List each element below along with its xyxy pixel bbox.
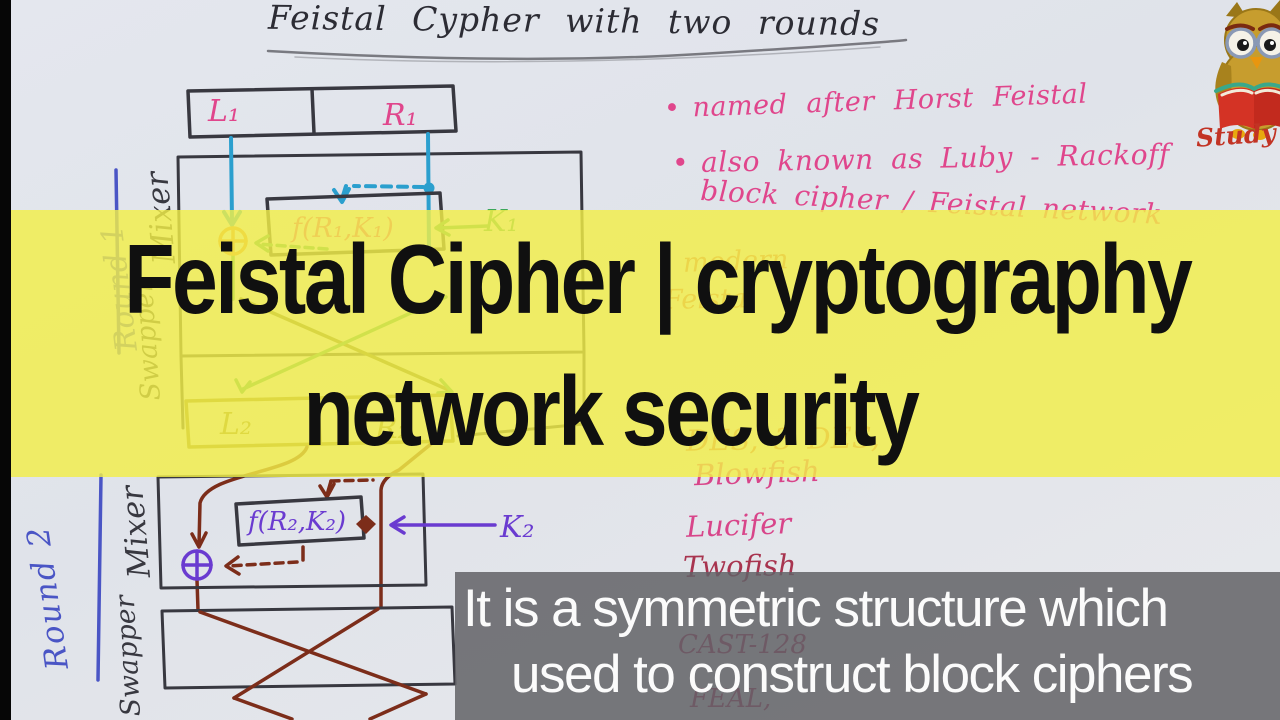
l1-label: L₁ (207, 94, 240, 129)
k2-label: K₂ (499, 510, 534, 545)
owl-book (1214, 82, 1280, 129)
bullet-dot: • (663, 92, 682, 125)
xor2-symbol (181, 549, 213, 581)
swapper2-cross (198, 607, 428, 720)
caption-line-1: It is a symmetric structure which (463, 579, 1169, 638)
round2-bracket (96, 473, 103, 682)
f2-label: f(R₂,K₂) (246, 507, 346, 537)
l1-r1-block (186, 84, 458, 139)
mixer2-label: Mixer (114, 482, 158, 580)
list-item-lucifer: Lucifer (685, 506, 792, 544)
junction-dot (423, 182, 435, 194)
r1-label: R₁ (382, 98, 418, 133)
owl-logo (1214, 0, 1280, 140)
f2-box (234, 495, 366, 547)
bullet-dot: • (671, 146, 690, 180)
logo-wordmark: Study T (1195, 116, 1280, 153)
junction-diamond (356, 515, 376, 534)
banner-line-1: Feistal Cipher | cryptography (124, 224, 1193, 334)
swapper2-label: Swapper (110, 593, 147, 718)
caption-line-2: used to construct block ciphers (511, 645, 1194, 704)
subtitle-caption-box: It is a symmetric structure which used t… (455, 572, 1280, 720)
swapper2-box (160, 605, 457, 690)
video-title-banner: Feistal Cipher | cryptography network se… (11, 210, 1280, 477)
left-letterbox-bar (0, 0, 11, 720)
banner-line-2: network security (303, 356, 920, 466)
owl-glasses (1225, 27, 1280, 59)
title-underline (266, 38, 908, 63)
round2-label: Round 2 (20, 523, 76, 673)
hand-title: Feistal Cypher with two rounds (267, 0, 881, 44)
